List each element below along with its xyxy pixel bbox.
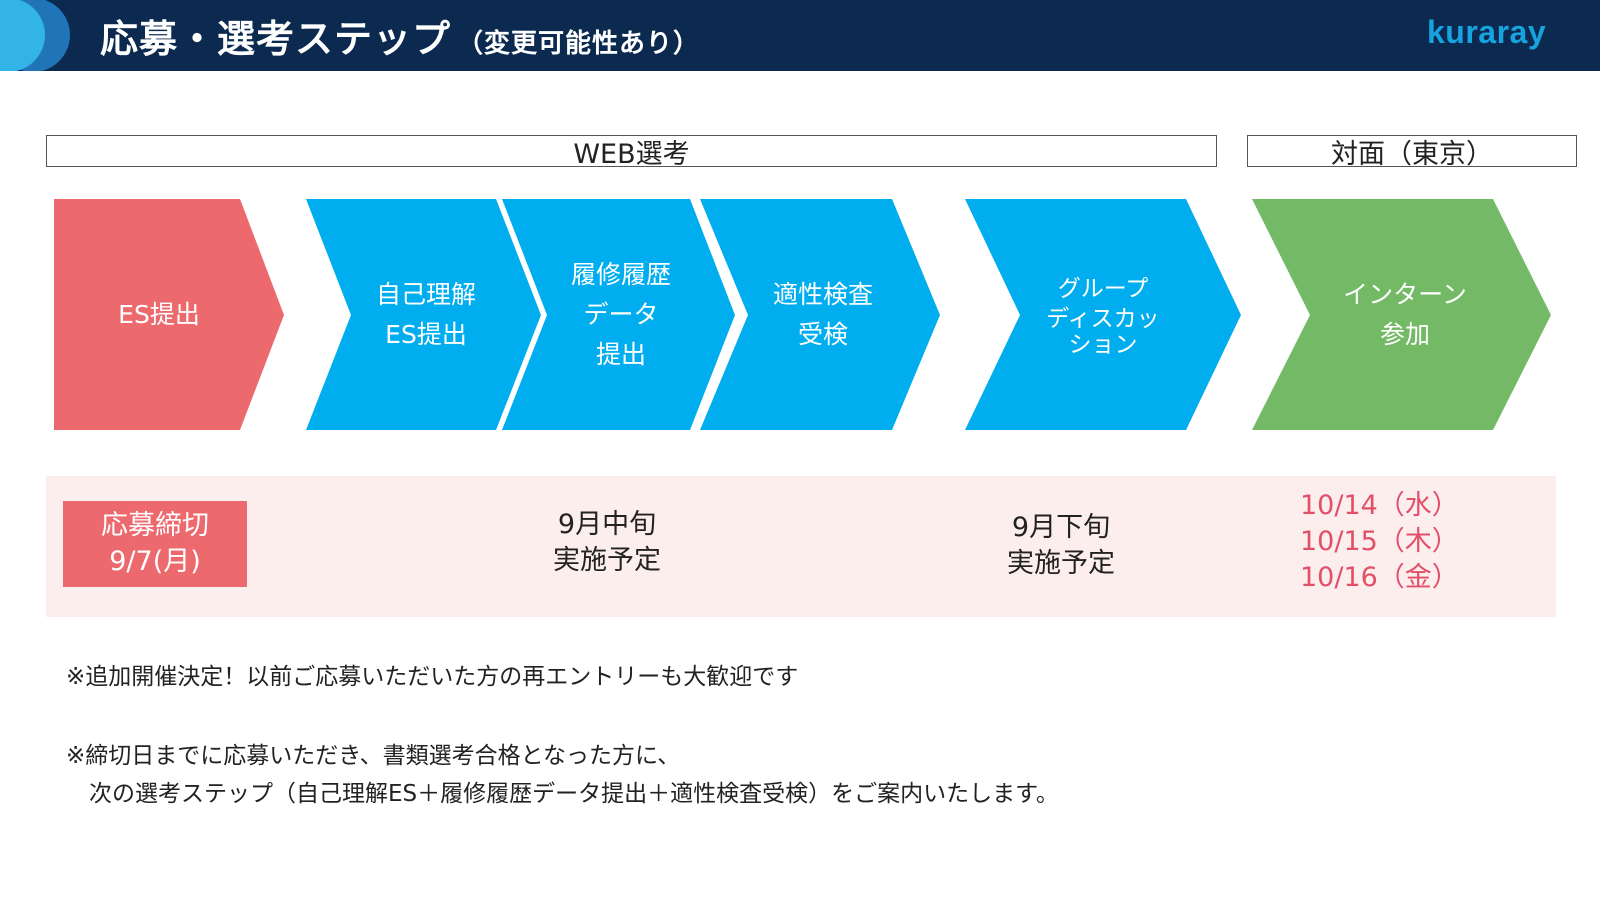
step-label-aptitude: 適性検査 受検: [743, 199, 903, 430]
note-additional-session: ※追加開催決定！以前ご応募いただいた方の再エントリーも大歓迎です: [66, 664, 799, 690]
step-line: 受検: [797, 319, 848, 349]
internship-date: 10/15（木）: [1300, 526, 1459, 557]
step-line: 提出: [595, 339, 646, 369]
note-deadline-line2: 次の選考ステップ（自己理解ES＋履修履歴データ提出＋適性検査受検）をご案内いたし…: [66, 781, 1059, 807]
page-title-main: 応募・選考ステップ: [100, 17, 452, 61]
internship-date: 10/16（金）: [1300, 562, 1459, 593]
step-chevron-transcript: [502, 199, 735, 430]
step-line: 自己理解: [375, 279, 476, 309]
step-chevron-aptitude: [700, 199, 940, 430]
header-decoration-icon: [0, 0, 70, 71]
step-line: ディスカッ: [1046, 305, 1160, 332]
step-chevron-es: [54, 199, 284, 430]
step-line: 参加: [1379, 319, 1430, 349]
step-line: ES提出: [385, 319, 467, 349]
deadline-label: 応募締切: [101, 510, 209, 541]
deadline-badge: 応募締切 9/7(月): [63, 501, 247, 587]
schedule-line: 実施予定: [1007, 548, 1115, 579]
page-title-subtitle: （変更可能性あり）: [457, 29, 701, 59]
step-label-transcript: 履修履歴 データ 提出: [541, 199, 701, 430]
step-label-group-discussion: グループ ディスカッ ション: [1023, 199, 1183, 430]
kuraray-logo: kuraray: [1427, 14, 1547, 50]
web-selection-label: WEB選考: [46, 135, 1217, 170]
step-line: 履修履歴: [570, 259, 671, 289]
internship-date: 10/14（水）: [1300, 490, 1459, 521]
deadline-date: 9/7(月): [109, 546, 201, 577]
step-line: 適性検査: [772, 279, 873, 309]
step-line: データ: [583, 299, 659, 329]
step-label-es: ES提出: [54, 199, 264, 430]
schedule-band: [46, 476, 1556, 617]
header-bar: 応募・選考ステップ（変更可能性あり） kuraray: [0, 0, 1600, 71]
onsite-tokyo-text: 対面（東京）: [1331, 138, 1493, 170]
internship-dates: 10/14（水） 10/15（木） 10/16（金）: [1300, 488, 1459, 596]
schedule-late-september: 9月下旬 実施予定: [981, 510, 1141, 582]
step-chevron-self-understanding: [306, 199, 541, 430]
step-line: インターン: [1343, 279, 1467, 309]
step-line: ES提出: [118, 299, 200, 329]
step-label-self-understanding: 自己理解 ES提出: [346, 199, 506, 430]
schedule-line: 実施予定: [553, 545, 661, 576]
step-line: ション: [1068, 331, 1138, 358]
step-label-internship: インターン 参加: [1305, 199, 1505, 430]
onsite-tokyo-label: 対面（東京）: [1247, 135, 1577, 170]
schedule-line: 9月下旬: [1011, 512, 1111, 543]
web-selection-text: WEB選考: [573, 138, 690, 170]
page-title: 応募・選考ステップ（変更可能性あり）: [100, 8, 700, 63]
step-flow: [54, 199, 1551, 430]
step-chevron-internship: [1252, 199, 1551, 430]
schedule-mid-september: 9月中旬 実施予定: [527, 507, 687, 579]
step-chevron-group-discussion: [965, 199, 1241, 430]
note-deadline-line1: ※締切日までに応募いただき、書類選考合格となった方に、: [66, 743, 681, 769]
step-line: グループ: [1057, 275, 1149, 302]
schedule-line: 9月中旬: [557, 509, 657, 540]
